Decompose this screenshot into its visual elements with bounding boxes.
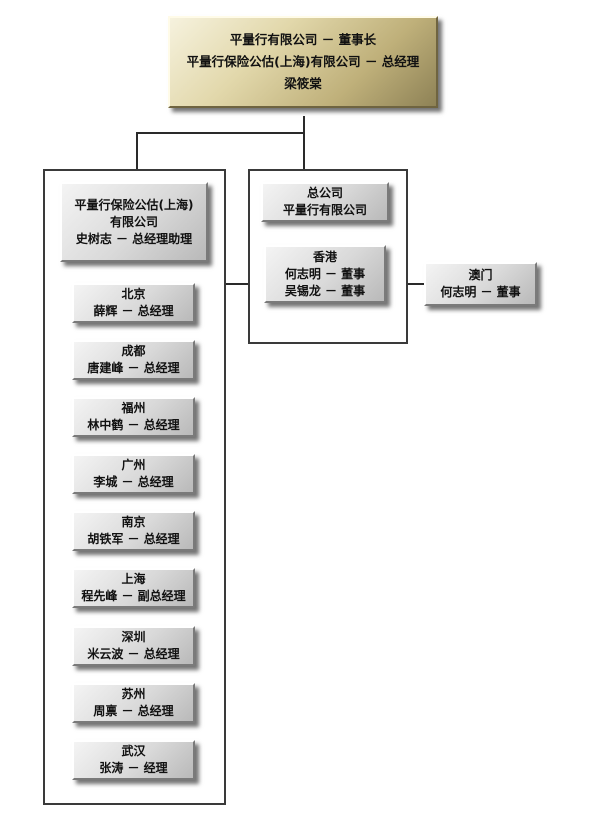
hongkong-label: 香港	[312, 249, 337, 264]
connector-right-drop	[303, 132, 305, 170]
branch-box-nanjing: 南京 胡铁军 － 总经理	[72, 511, 195, 551]
branch-person: 米云波 － 总经理	[87, 647, 180, 661]
macau-director: 何志明 － 董事	[440, 285, 521, 299]
branch-city: 成都	[121, 344, 146, 358]
branch-box-shenzhen: 深圳 米云波 － 总经理	[72, 626, 195, 666]
macau-box: 澳门 何志明 － 董事	[424, 262, 537, 306]
branch-city: 深圳	[121, 630, 146, 644]
connector-horizontal	[136, 132, 305, 134]
chairman-title: 平量行有限公司 － 董事长	[229, 32, 377, 47]
branch-person: 胡铁军 － 总经理	[87, 532, 180, 546]
branch-box-fuzhou: 福州 林中鹤 － 总经理	[72, 397, 195, 437]
hq-group-frame	[248, 169, 408, 344]
branch-city: 南京	[121, 515, 146, 529]
branch-city: 苏州	[121, 687, 146, 701]
branch-box-guangzhou: 广州 李城 － 总经理	[72, 454, 195, 494]
branch-box-shanghai: 上海 程先峰 － 副总经理	[72, 568, 195, 608]
branch-city: 福州	[121, 401, 146, 415]
head-office-box: 总公司 平量行有限公司	[261, 182, 389, 222]
branch-box-suzhou: 苏州 周禀 － 总经理	[72, 683, 195, 723]
shanghai-company-person: 史树志 － 总经理助理	[75, 231, 193, 246]
mainland-group-frame	[43, 169, 226, 805]
shanghai-company-name-1: 平量行保险公估(上海)	[74, 197, 194, 212]
head-office-company: 平量行有限公司	[282, 203, 367, 217]
branch-city: 北京	[121, 287, 146, 301]
chairman-name: 梁筱棠	[284, 76, 322, 91]
connector-macau	[406, 283, 426, 285]
shanghai-company-name-2: 有限公司	[109, 214, 158, 229]
branch-city: 武汉	[121, 744, 146, 758]
connector-top-vertical	[303, 116, 305, 134]
shanghai-company-box: 平量行保险公估(上海) 有限公司 史树志 － 总经理助理	[60, 182, 208, 262]
branch-city: 上海	[121, 572, 146, 586]
connector-mid-horizontal	[224, 283, 250, 285]
head-office-label: 总公司	[306, 186, 343, 200]
branch-person: 程先峰 － 副总经理	[81, 589, 186, 603]
hongkong-director-1: 何志明 － 董事	[284, 266, 366, 281]
branch-person: 林中鹤 － 总经理	[87, 418, 180, 432]
macau-label: 澳门	[468, 268, 493, 282]
branch-person: 周禀 － 总经理	[93, 704, 174, 718]
chairman-box: 平量行有限公司 － 董事长 平量行保险公估(上海)有限公司 － 总经理 梁筱棠	[168, 16, 438, 108]
hongkong-box: 香港 何志明 － 董事 吴锡龙 － 董事	[264, 245, 386, 303]
branch-person: 唐建峰 － 总经理	[87, 361, 180, 375]
general-manager-title: 平量行保险公估(上海)有限公司 － 总经理	[186, 54, 420, 69]
connector-left-drop	[136, 132, 138, 170]
branch-box-chengdu: 成都 唐建峰 － 总经理	[72, 340, 195, 380]
branch-city: 广州	[121, 458, 146, 472]
branch-box-beijing: 北京 薛辉 － 总经理	[72, 283, 195, 323]
hongkong-director-2: 吴锡龙 － 董事	[284, 283, 366, 298]
branch-person: 薛辉 － 总经理	[93, 304, 174, 318]
branch-box-wuhan: 武汉 张涛 － 经理	[72, 740, 195, 780]
branch-person: 李城 － 总经理	[93, 475, 174, 489]
branch-person: 张涛 － 经理	[99, 761, 168, 775]
